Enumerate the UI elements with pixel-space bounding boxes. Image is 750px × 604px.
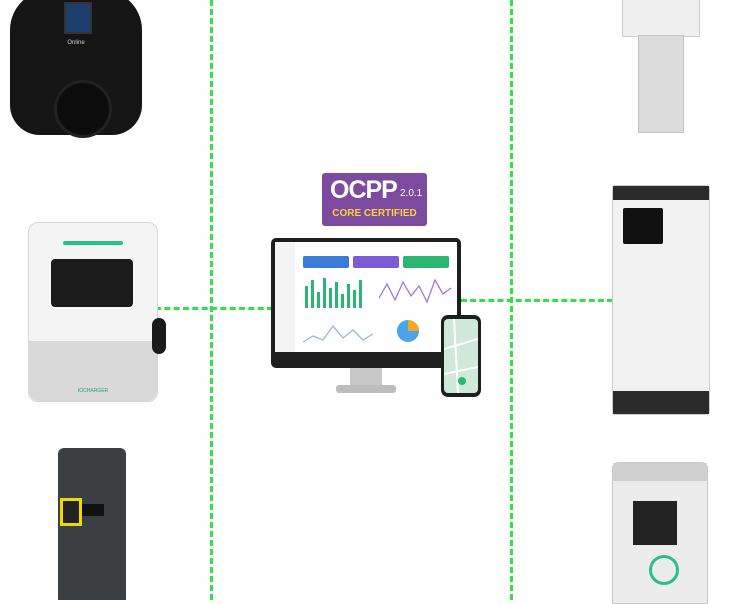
dashed-line-right-horizontal — [461, 299, 613, 302]
stat-card — [303, 256, 349, 268]
charger-display — [633, 501, 677, 545]
charger-display — [623, 208, 663, 244]
dashboard-sidebar — [275, 242, 295, 352]
charger-lower-panel — [29, 341, 157, 401]
stat-card — [353, 256, 399, 268]
monitor-foot — [336, 385, 396, 393]
charger-base — [613, 391, 709, 414]
status-light-bar — [63, 241, 123, 245]
map-screen — [443, 318, 479, 394]
wall-charger-black: Online — [10, 0, 142, 138]
charging-socket — [54, 80, 112, 138]
charger-top — [613, 463, 707, 481]
power-ring-icon — [649, 555, 679, 585]
dual-charger-top-right — [622, 0, 700, 135]
badge-version: 2.0.1 — [400, 188, 423, 199]
dashed-line-left — [210, 0, 213, 600]
monitor-stand — [350, 368, 382, 386]
badge-title: OCPP — [330, 176, 398, 204]
dc-charger-bottom-right — [612, 462, 708, 604]
charger-head — [622, 0, 700, 37]
area-chart-graphic — [303, 324, 373, 343]
ocpp-certified-badge: OCPP 2.0.1 CORE CERTIFIED — [322, 173, 427, 226]
wall-charger-white: IOCHARGER — [28, 222, 166, 402]
stat-card — [403, 256, 449, 268]
charger-post — [638, 35, 684, 133]
dc-charger-mid-right — [612, 185, 710, 415]
floor-charger-dark — [58, 448, 126, 600]
charger-status-screen — [64, 2, 92, 34]
dashed-line-left-horizontal — [155, 307, 273, 310]
bar-chart-graphic — [305, 278, 362, 308]
brand-label: IOCHARGER — [77, 388, 109, 394]
charger-display — [51, 259, 133, 307]
charger-display — [82, 504, 104, 516]
pie-chart-graphic — [397, 320, 419, 342]
dashboard-monitor — [271, 238, 461, 368]
line-chart-graphic — [379, 278, 452, 304]
map-icon — [443, 318, 479, 394]
card-reader — [60, 498, 82, 526]
mobile-phone-app — [441, 315, 481, 397]
charger-status-text: Online — [67, 40, 85, 46]
dashboard-screen — [275, 242, 457, 352]
charging-cable-plug — [152, 318, 166, 354]
badge-subtitle: CORE CERTIFIED — [332, 208, 417, 219]
charger-top — [613, 186, 709, 200]
